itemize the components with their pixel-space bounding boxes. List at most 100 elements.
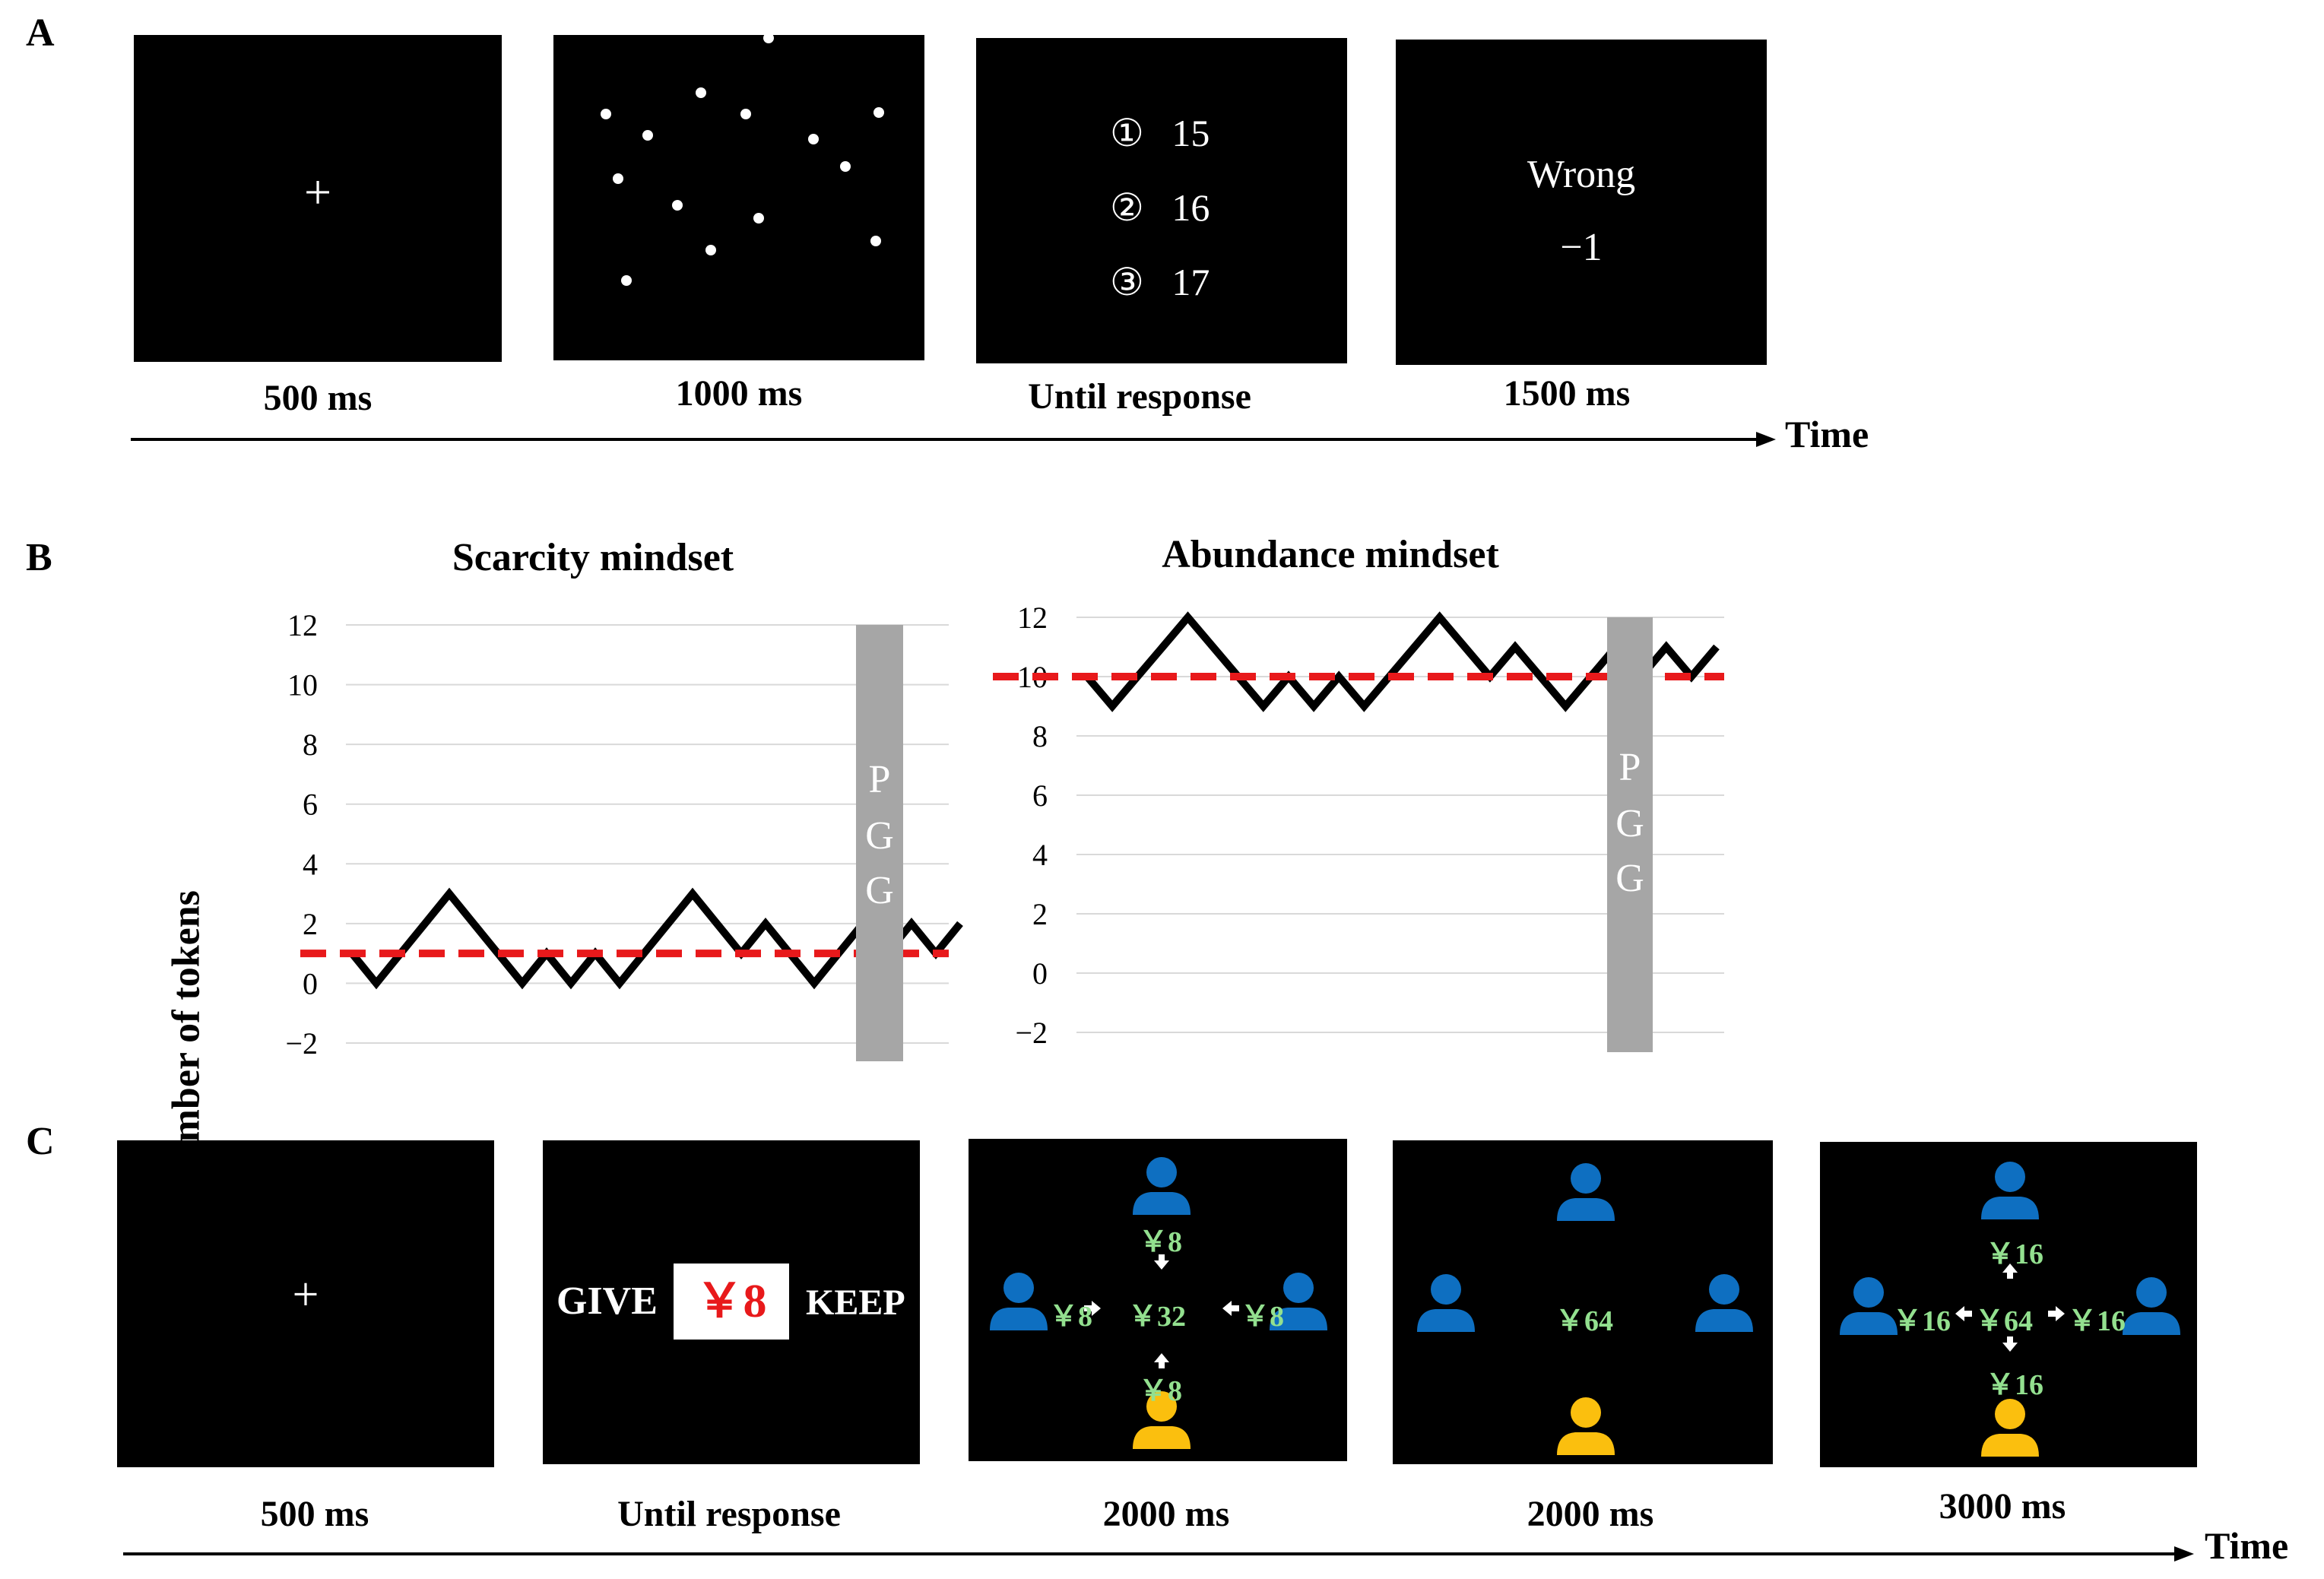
other-player-icon <box>1995 1162 2025 1192</box>
time-label: Time <box>2205 1524 2289 1567</box>
feedback-text: Wrong <box>1527 153 1636 196</box>
screen-duration-caption: 500 ms <box>260 1494 369 1534</box>
transfer-amount: ￥8 <box>1139 1375 1183 1407</box>
screen-duration-caption: 1000 ms <box>675 373 803 414</box>
fixation-cross: + <box>292 1269 319 1321</box>
panel-letter-a: A <box>26 11 55 55</box>
screen-duration-caption: 1500 ms <box>1503 373 1631 414</box>
feedback-points: −1 <box>1560 226 1603 269</box>
option-2[interactable]: ② 16 <box>1110 185 1210 230</box>
option-value: 15 <box>1172 112 1210 154</box>
other-player-icon <box>2123 1312 2180 1335</box>
transfer-amount: ￥8 <box>1241 1301 1285 1333</box>
fixation-cross: + <box>303 165 332 219</box>
other-player-icon <box>1709 1274 1739 1305</box>
dot-array <box>601 33 884 286</box>
other-player-icon <box>1146 1157 1177 1187</box>
self-player-icon <box>1133 1426 1191 1449</box>
y-tick-label: 6 <box>303 788 318 822</box>
y-tick-label: 8 <box>1032 719 1048 753</box>
other-player-icon <box>1003 1273 1034 1303</box>
other-player-icon <box>1695 1309 1753 1332</box>
panel-letter-b: B <box>26 536 52 579</box>
screen-duration-caption: 2000 ms <box>1527 1494 1654 1534</box>
arrow-left-icon <box>1222 1301 1239 1316</box>
other-player-icon <box>1853 1277 1884 1308</box>
transfer-amount: ￥8 <box>1139 1226 1183 1258</box>
response-options-screen: ① 15 ② 16 ③ 17 <box>976 38 1347 363</box>
y-tick-label: 10 <box>287 668 318 702</box>
multiplied-pool-screen: ￥64 <box>1393 1140 1773 1464</box>
pgg-bar-letter: G <box>865 814 894 858</box>
option-1[interactable]: ① 15 <box>1110 111 1210 155</box>
self-player-icon <box>1571 1397 1601 1428</box>
option-value: 17 <box>1172 261 1210 303</box>
y-tick-label: 8 <box>303 728 318 762</box>
arrow-down-icon <box>2002 1336 2018 1352</box>
pgg-bar-letter: G <box>865 869 894 912</box>
y-tick-label: −2 <box>285 1026 318 1061</box>
screen-duration-caption: 500 ms <box>263 378 373 418</box>
screen-duration-caption: Until response <box>617 1494 841 1534</box>
player-icons <box>1417 1163 1753 1455</box>
screen-duration-caption: 2000 ms <box>1102 1494 1230 1534</box>
feedback-screen: Wrong −1 <box>1396 40 1767 365</box>
other-player-icon <box>1417 1309 1475 1332</box>
dot-array-screen <box>553 33 924 360</box>
screen-duration-caption: Until response <box>1028 376 1251 417</box>
fixation-screen: + <box>117 1140 494 1467</box>
y-tick-label: 4 <box>1032 838 1048 872</box>
panel-letter-c: C <box>26 1120 55 1163</box>
pgg-bar <box>856 625 903 1061</box>
pgg-bar <box>1607 617 1653 1052</box>
transfer-amount: ￥16 <box>1893 1305 1951 1337</box>
pgg-bar-letter: G <box>1615 857 1644 900</box>
public-pool-amount: ￥64 <box>1975 1305 2034 1337</box>
arrow-down-icon <box>1154 1254 1169 1270</box>
pgg-bar-letter: P <box>1619 746 1641 789</box>
y-tick-label: 2 <box>1032 897 1048 931</box>
arrow-left-icon <box>1955 1306 1972 1321</box>
other-player-icon <box>1133 1192 1191 1215</box>
transfer-amount: ￥16 <box>2068 1305 2126 1337</box>
option-3[interactable]: ③ 17 <box>1110 260 1210 304</box>
other-player-icon <box>990 1308 1048 1330</box>
contribution-screen: ￥8 ￥8 ￥32 ￥8 ￥8 <box>969 1139 1347 1461</box>
self-player-icon <box>1146 1391 1177 1422</box>
y-tick-label: 4 <box>303 847 318 881</box>
y-tick-label: −2 <box>1015 1016 1048 1050</box>
transfer-amount: ￥8 <box>1049 1301 1093 1333</box>
other-player-icon <box>1270 1308 1327 1330</box>
other-player-icon <box>2136 1277 2167 1308</box>
arrow-right-icon <box>1084 1301 1101 1316</box>
player-icons <box>990 1157 1327 1449</box>
fixation-screen: + <box>134 35 502 362</box>
y-tick-label: 12 <box>287 608 318 642</box>
contribution-decision-screen: GIVE ￥8 KEEP <box>543 1140 920 1464</box>
keep-label[interactable]: KEEP <box>806 1283 905 1323</box>
timeline-arrow <box>123 1546 2194 1562</box>
other-player-icon <box>1840 1312 1898 1335</box>
transfer-amount: ￥16 <box>1986 1238 2044 1270</box>
offer-amount: ￥8 <box>696 1276 767 1327</box>
public-pool-amount: ￥64 <box>1555 1305 1614 1337</box>
option-marker: ① <box>1110 112 1144 154</box>
y-tick-label: 6 <box>1032 778 1048 813</box>
offer-amount-box[interactable]: ￥8 <box>674 1264 789 1340</box>
pgg-bar-letter: P <box>869 758 891 801</box>
self-player-icon <box>1995 1399 2025 1429</box>
screen-duration-caption: 3000 ms <box>1939 1486 2066 1527</box>
y-tick-label: 0 <box>1032 956 1048 991</box>
timeline-arrow <box>131 432 1776 447</box>
public-pool-amount: ￥32 <box>1128 1301 1187 1333</box>
other-player-icon <box>1283 1273 1314 1303</box>
other-player-icon <box>1571 1163 1601 1194</box>
chart-title-abundance: Abundance mindset <box>1162 533 1499 576</box>
give-label[interactable]: GIVE <box>556 1279 658 1323</box>
time-label: Time <box>1785 413 1869 455</box>
chart-title-scarcity: Scarcity mindset <box>452 536 734 579</box>
arrow-up-icon <box>1154 1353 1169 1368</box>
arrow-up-icon <box>2002 1264 2018 1279</box>
self-player-icon <box>1981 1434 2039 1457</box>
